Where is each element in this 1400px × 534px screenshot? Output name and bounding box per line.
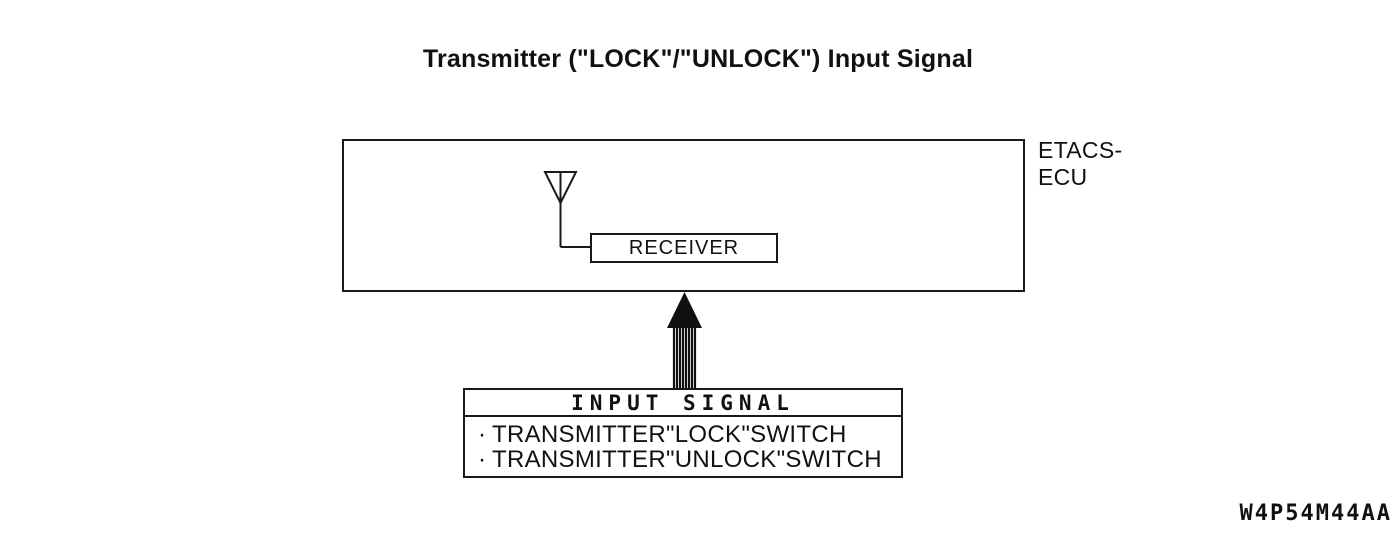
input-signal-item-label: TRANSMITTER"LOCK"SWITCH <box>492 420 847 448</box>
etacs-ecu-label: ETACS- ECU <box>1038 137 1122 191</box>
input-signal-header: INPUT SIGNAL <box>465 390 901 417</box>
etacs-ecu-box <box>342 139 1025 292</box>
bullet-icon: · <box>478 420 487 448</box>
receiver-label: RECEIVER <box>628 236 740 259</box>
etacs-ecu-label-line2: ECU <box>1038 164 1088 190</box>
signal-up-arrow-icon <box>667 292 702 388</box>
figure-code: W4P54M44AA <box>1239 501 1392 526</box>
bullet-icon: · <box>478 445 487 473</box>
input-signal-box: INPUT SIGNAL · TRANSMITTER"LOCK"SWITCH ·… <box>463 388 903 478</box>
input-signal-item-label: TRANSMITTER"UNLOCK"SWITCH <box>492 445 882 473</box>
input-signal-items: · TRANSMITTER"LOCK"SWITCH · TRANSMITTER"… <box>465 417 901 476</box>
etacs-ecu-label-line1: ETACS- <box>1038 137 1123 163</box>
antenna-icon <box>543 171 592 248</box>
receiver-box: RECEIVER <box>590 233 778 263</box>
input-signal-item: · TRANSMITTER"LOCK"SWITCH <box>478 422 901 447</box>
input-signal-item: · TRANSMITTER"UNLOCK"SWITCH <box>478 447 901 472</box>
diagram-title: Transmitter ("LOCK"/"UNLOCK") Input Sign… <box>422 45 974 73</box>
